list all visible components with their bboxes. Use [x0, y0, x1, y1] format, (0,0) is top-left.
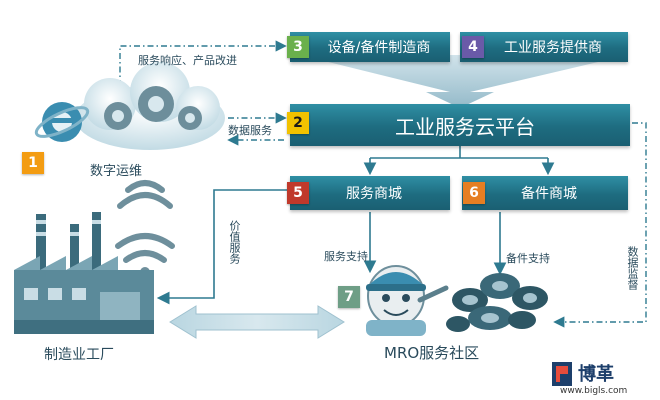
- wifi-icon: [115, 180, 175, 263]
- parts-mall-number-badge: 6: [463, 182, 485, 204]
- cloud-platform-box: 工业服务云平台: [290, 104, 630, 146]
- data-monitor-label: 数据监督: [626, 246, 639, 290]
- service-support-label: 服务支持: [324, 250, 368, 263]
- digital-ops-label: 数字运维: [90, 164, 143, 179]
- mro-label: MRO服务社区: [384, 344, 480, 362]
- cloud-number-badge: 2: [287, 112, 309, 134]
- factory-illustration: [14, 212, 154, 334]
- factory-label: 制造业工厂: [44, 347, 114, 363]
- service-response-label: 服务响应、产品改进: [138, 54, 237, 67]
- value-service-label: 价值服务: [228, 220, 241, 264]
- service-mall-number-badge: 5: [287, 182, 309, 204]
- logo-url: www.bigls.com: [560, 386, 628, 396]
- factory-mro-arrow: [169, 305, 345, 339]
- cloud-to-malls-connector: [369, 146, 549, 170]
- data-service-label: 数据服务: [228, 124, 272, 137]
- parts-mall-box: 备件商城: [462, 176, 628, 210]
- manufacturer-box: 设备/备件制造商: [290, 32, 450, 62]
- manufacturer-number-badge: 3: [287, 36, 309, 58]
- service-provider-number-badge: 4: [462, 36, 484, 58]
- mro-mascot-illustration: [366, 265, 449, 336]
- service-response-line: [119, 40, 287, 86]
- service-mall-box: 服务商城: [290, 176, 450, 210]
- service-mall-label: 服务商城: [346, 186, 402, 202]
- service-provider-label: 工业服务提供商: [504, 40, 602, 56]
- parts-support-label: 备件支持: [506, 252, 550, 265]
- funnel-arrow: [300, 55, 628, 108]
- cloud-platform-label: 工业服务云平台: [395, 114, 535, 139]
- value-service-line: [156, 189, 290, 305]
- data-monitor-line: [553, 122, 647, 328]
- spare-parts-illustration: [446, 273, 548, 332]
- parts-mall-label: 备件商城: [521, 186, 577, 202]
- digital-ops-number-badge: 1: [22, 152, 44, 174]
- digital-ops-cloud-illustration: [34, 62, 225, 150]
- logo-mark: [552, 362, 572, 386]
- mro-number-badge: 7: [338, 286, 360, 308]
- manufacturer-label: 设备/备件制造商: [327, 40, 431, 56]
- logo-name: 博革: [578, 364, 614, 385]
- service-provider-box: 工业服务提供商: [460, 32, 628, 62]
